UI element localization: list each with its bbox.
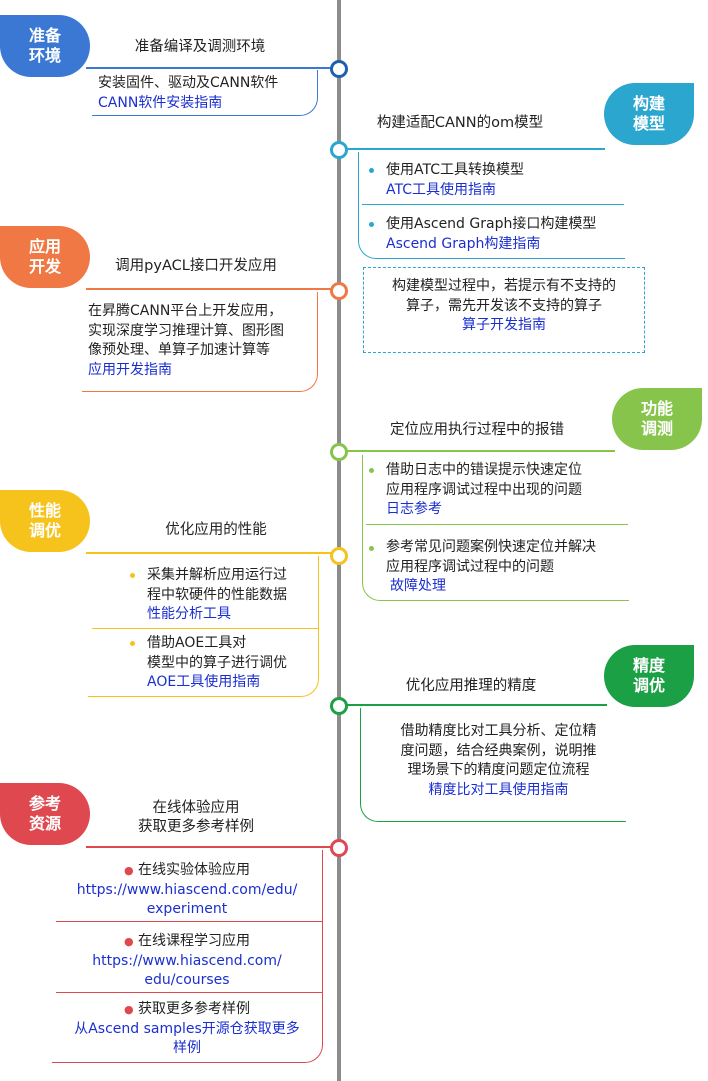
link-profiling-tool[interactable]: 性能分析工具 [147, 606, 231, 622]
stage-badge-appdev: 应用 开发 [0, 226, 90, 288]
step-text: 度问题，结合经典案例，说明推 [400, 742, 597, 759]
link-cann-install-guide[interactable]: CANN软件安装指南 [98, 94, 223, 111]
step-box-perf [88, 556, 319, 697]
title-line [86, 288, 332, 290]
step-text-label: 在线实验体验应用 [138, 862, 251, 878]
stage-badge-debug: 功能 调测 [612, 388, 702, 450]
step-box-resources [52, 850, 323, 1063]
bullet-dot [369, 222, 374, 227]
timeline-node-resources [330, 839, 348, 857]
step-text: 安装固件、驱动及CANN软件 [98, 75, 279, 91]
step-text: 程中软硬件的性能数据 [147, 586, 287, 603]
note-box-operator: 构建模型过程中，若提示有不支持的 算子，需先开发该不支持的算子 算子开发指南 [363, 267, 645, 353]
step-item-log: 借助日志中的错误提示快速定位 应用程序调试过程中出现的问题 日志参考 [386, 461, 582, 520]
step-text: 借助日志中的错误提示快速定位 [386, 462, 582, 478]
step-text: 理场景下的精度问题定位流程 [407, 762, 590, 778]
stage-title-appdev: 调用pyACL接口开发应用 [115, 258, 277, 274]
step-text: 使用ATC工具转换模型 [386, 162, 524, 178]
bullet-dot: ● [123, 935, 134, 948]
item-separator [92, 628, 318, 630]
step-text: 在昇腾CANN平台上开发应用， [88, 303, 283, 319]
step-box-prepare: 安装固件、驱动及CANN软件 CANN软件安装指南 [92, 70, 318, 116]
bullet-dot: ● [123, 1003, 134, 1016]
link-online-lab[interactable]: https://www.hiascend.com/edu/ experiment [76, 881, 298, 918]
step-text: 像预处理、单算子加速计算等 [88, 342, 270, 358]
bullet-dot [130, 573, 135, 578]
step-text: 参考常见问题案例快速定位并解决 [386, 539, 596, 555]
stage-badge-build: 构建 模型 [604, 83, 694, 145]
link-ascend-graph-guide[interactable]: Ascend Graph构建指南 [386, 235, 541, 252]
stage-title-debug: 定位应用执行过程中的报错 [390, 422, 564, 438]
step-text: 借助精度比对工具分析、定位精 [400, 723, 597, 739]
link-ascend-samples[interactable]: 从Ascend samples开源仓获取更多 样例 [74, 1020, 300, 1057]
step-item-samples: ● 获取更多参考样例 从Ascend samples开源仓获取更多 样例 [58, 1000, 316, 1059]
step-item-online-course: ● 在线课程学习应用 https://www.hiascend.com/ edu… [58, 932, 316, 991]
step-text: 使用Ascend Graph接口构建模型 [386, 216, 597, 232]
item-separator [56, 921, 322, 923]
item-separator [56, 992, 322, 994]
stage-badge-perf: 性能 调优 [0, 490, 90, 552]
link-operator-dev-guide[interactable]: 算子开发指南 [462, 317, 546, 333]
step-text: 借助AOE工具对 [147, 635, 247, 651]
step-item-atc: 使用ATC工具转换模型 ATC工具使用指南 [386, 161, 524, 200]
item-separator [362, 204, 624, 206]
link-online-course[interactable]: https://www.hiascend.com/ edu/courses [92, 952, 282, 989]
step-text: 模型中的算子进行调优 [147, 654, 287, 671]
timeline-node-appdev [330, 282, 348, 300]
bullet-dot: ● [123, 864, 134, 877]
timeline-node-debug [330, 443, 348, 461]
step-item-graph: 使用Ascend Graph接口构建模型 Ascend Graph构建指南 [386, 215, 596, 254]
stage-title-build: 构建适配CANN的om模型 [376, 115, 544, 131]
step-text: ● 在线实验体验应用 [58, 861, 316, 881]
link-log-reference[interactable]: 日志参考 [386, 501, 442, 517]
timeline-node-perf [330, 547, 348, 565]
title-line [345, 148, 605, 150]
note-text: 算子，需先开发该不支持的算子 [406, 297, 602, 314]
step-text: ● 在线课程学习应用 [58, 932, 316, 952]
step-box-build [358, 152, 625, 259]
step-text-label: 获取更多参考样例 [138, 1001, 251, 1017]
bullet-dot [369, 168, 374, 173]
timeline-node-accuracy [330, 697, 348, 715]
link-accuracy-compare-guide[interactable]: 精度比对工具使用指南 [428, 781, 569, 798]
link-troubleshooting[interactable]: 故障处理 [390, 578, 446, 594]
stage-title-prepare: 准备编译及调测环境 [134, 39, 266, 55]
timeline-node-prepare [330, 60, 348, 78]
step-item-profiling: 采集并解析应用运行过 程中软硬件的性能数据 性能分析工具 [147, 566, 287, 625]
step-text: 实现深度学习推理计算、图形图 [88, 322, 284, 339]
title-line [86, 846, 332, 848]
title-line [345, 450, 615, 452]
link-app-dev-guide[interactable]: 应用开发指南 [88, 361, 172, 378]
stage-title-accuracy: 优化应用推理的精度 [405, 678, 537, 694]
timeline-spine [337, 0, 341, 1081]
step-text: 采集并解析应用运行过 [147, 567, 287, 583]
stage-badge-prepare: 准备 环境 [0, 15, 90, 77]
note-text: 构建模型过程中，若提示有不支持的 [392, 278, 616, 294]
link-atc-guide[interactable]: ATC工具使用指南 [386, 181, 496, 198]
step-item-faq: 参考常见问题案例快速定位并解决 应用程序调试过程中的问题 故障处理 [386, 538, 596, 597]
stage-title-perf: 优化应用的性能 [165, 522, 267, 538]
bullet-dot [369, 546, 374, 551]
stage-badge-accuracy: 精度 调优 [604, 645, 694, 707]
step-text: 应用程序调试过程中出现的问题 [386, 481, 582, 498]
step-item-online-lab: ● 在线实验体验应用 https://www.hiascend.com/edu/… [58, 861, 316, 920]
step-text-label: 在线课程学习应用 [138, 933, 251, 949]
stage-title-resources: 在线体验应用 获取更多参考样例 [138, 800, 254, 835]
item-separator [366, 524, 628, 526]
stage-badge-resources: 参考 资源 [0, 783, 90, 845]
timeline-node-build [330, 141, 348, 159]
step-text: 应用程序调试过程中的问题 [386, 558, 554, 575]
step-box-accuracy: 借助精度比对工具分析、定位精 度问题，结合经典案例，说明推 理场景下的精度问题定… [360, 708, 626, 822]
bullet-dot [369, 468, 374, 473]
title-line [86, 67, 332, 69]
step-text: ● 获取更多参考样例 [58, 1000, 316, 1020]
step-item-aoe: 借助AOE工具对 模型中的算子进行调优 AOE工具使用指南 [147, 634, 287, 693]
bullet-dot [130, 641, 135, 646]
title-line [345, 704, 607, 706]
step-box-appdev: 在昇腾CANN平台上开发应用， 实现深度学习推理计算、图形图 像预处理、单算子加… [82, 292, 318, 392]
step-box-debug [362, 455, 629, 601]
link-aoe-guide[interactable]: AOE工具使用指南 [147, 674, 261, 690]
title-line [86, 552, 332, 554]
